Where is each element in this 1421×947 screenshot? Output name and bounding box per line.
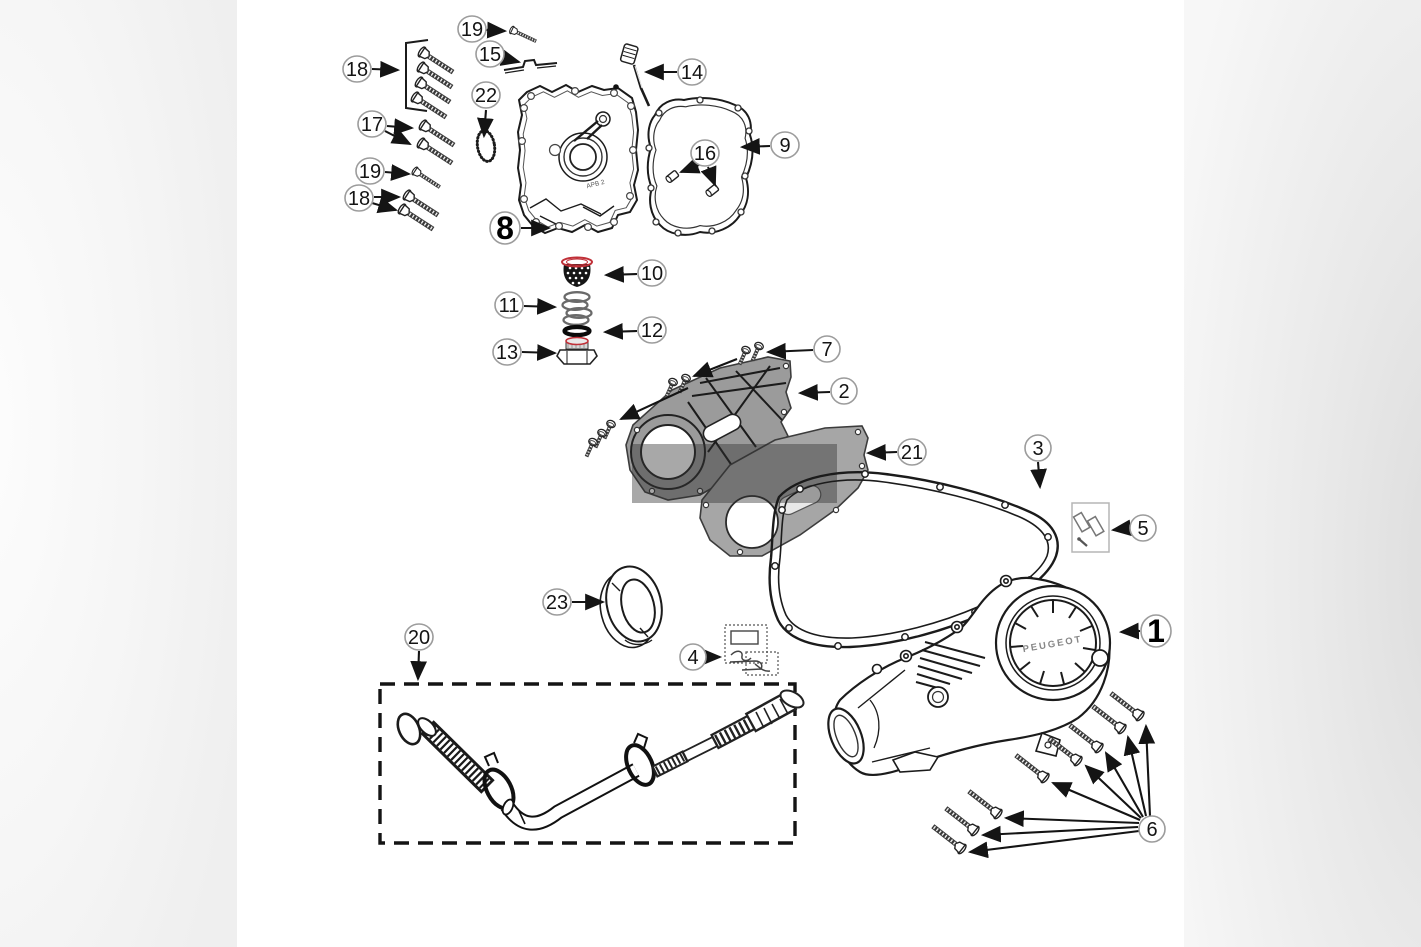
callout-1[interactable]: 1: [1140, 613, 1172, 649]
callout-15[interactable]: 15: [475, 40, 505, 68]
part-23-air-guide: [599, 565, 663, 649]
callout-16[interactable]: 16: [690, 139, 720, 167]
callout-19-mid-label: 19: [359, 161, 381, 183]
callout-5[interactable]: 5: [1129, 514, 1157, 542]
callout-3-label: 3: [1032, 438, 1043, 460]
callout-7-label: 7: [821, 339, 832, 361]
part-13-drain-plug: [556, 336, 598, 365]
callout-17[interactable]: 17: [357, 110, 387, 138]
callout-2-label: 2: [838, 381, 849, 403]
callout-4-label: 4: [687, 647, 698, 669]
callout-2[interactable]: 2: [830, 377, 858, 405]
callout-7[interactable]: 7: [813, 335, 841, 363]
callout-12-label: 12: [641, 320, 663, 342]
callout-6[interactable]: 6: [1138, 815, 1166, 843]
background-gradient-left: [0, 0, 237, 947]
callout-18-lower[interactable]: 18: [344, 184, 374, 212]
callout-22-label: 22: [475, 85, 497, 107]
callout-18-top[interactable]: 18: [342, 55, 372, 83]
callout-18-lower-label: 18: [348, 188, 370, 210]
bolt-set-6: [929, 689, 1156, 859]
callout-13-label: 13: [496, 342, 518, 364]
callout-17-label: 17: [361, 114, 383, 136]
callout-19-top[interactable]: 19: [457, 15, 487, 43]
callout-4[interactable]: 4: [679, 643, 707, 671]
callout-16-label: 16: [694, 143, 716, 165]
bolt-19-middle: [411, 166, 442, 191]
callout-8[interactable]: 8: [489, 210, 521, 246]
part-5-clip-box: [1071, 502, 1110, 553]
callout-5-label: 5: [1137, 518, 1148, 540]
callout-9[interactable]: 9: [770, 131, 800, 159]
part-1-transmission-cover: PEUGEOT: [827, 574, 1112, 777]
bolt-19-top: [506, 23, 540, 47]
callout-10-label: 10: [641, 263, 663, 285]
bolt-set-17: [416, 119, 457, 168]
part-22-ring: [475, 129, 497, 163]
callout-14-label: 14: [681, 62, 703, 84]
part-16-dowel-pins: [665, 170, 720, 198]
part-14-dipstick: [619, 43, 651, 107]
part-20-duct-kit: [378, 682, 805, 845]
callout-21[interactable]: 21: [897, 438, 927, 466]
callout-21-label: 21: [901, 442, 923, 464]
callout-20-label: 20: [408, 627, 430, 649]
callout-6-label: 6: [1146, 819, 1157, 841]
part-9-gasket: [645, 96, 754, 237]
part-11-spring: [561, 291, 593, 326]
callout-13[interactable]: 13: [492, 338, 522, 366]
callout-8-label: 8: [496, 210, 514, 246]
callout-22[interactable]: 22: [471, 81, 501, 109]
callout-arrows: [371, 21, 1141, 682]
cover-marking-label: APB 2: [586, 179, 606, 190]
callout-10[interactable]: 10: [637, 259, 667, 287]
background-gradient-right: [1184, 0, 1421, 947]
part-10-oil-strainer: [561, 256, 593, 287]
callout-20[interactable]: 20: [404, 623, 434, 651]
part-8-crankcase-cover: APB 2: [516, 83, 640, 235]
callout-19-mid[interactable]: 19: [355, 157, 385, 185]
part-4-kit-box: [724, 624, 779, 676]
callout-15-label: 15: [479, 44, 501, 66]
callout-14[interactable]: 14: [677, 58, 707, 86]
callout-23[interactable]: 23: [542, 588, 572, 616]
part-12-o-ring: [562, 324, 592, 338]
callout-19-top-label: 19: [461, 19, 483, 41]
bolt-set-18-top: [405, 39, 456, 122]
screw-set-7: [580, 339, 767, 461]
watermark-overlay: [632, 444, 837, 503]
callout-11[interactable]: 11: [494, 291, 524, 319]
callout-11-label: 11: [499, 295, 520, 317]
part-15-strip: [503, 58, 558, 74]
callout-3[interactable]: 3: [1024, 434, 1052, 462]
callout-9-label: 9: [779, 135, 790, 157]
callout-23-label: 23: [546, 592, 568, 614]
bolt-set-18-lower: [397, 189, 441, 234]
callout-12[interactable]: 12: [637, 316, 667, 344]
callout-18-top-label: 18: [346, 59, 368, 81]
callout-1-label: 1: [1147, 613, 1165, 649]
